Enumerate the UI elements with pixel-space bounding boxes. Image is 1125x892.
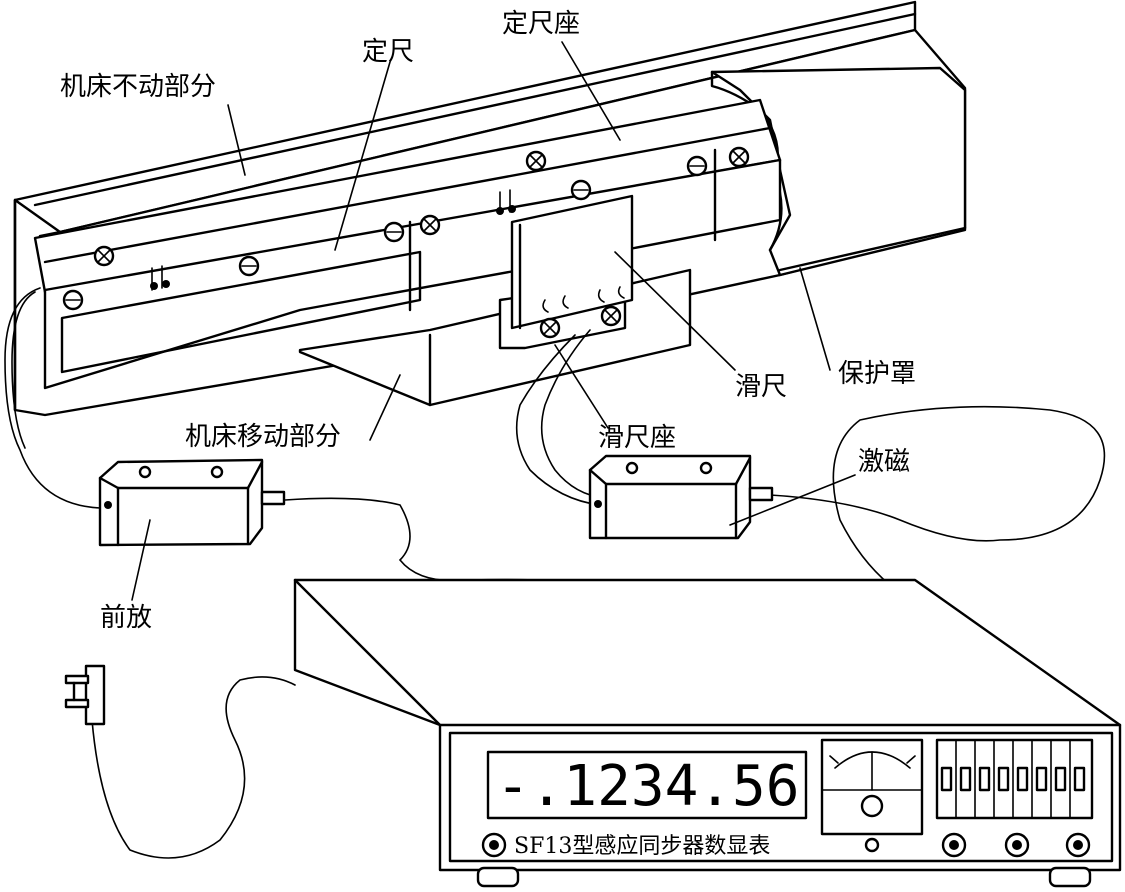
label-cover: 保护罩 [838,359,916,389]
label-slider: 滑尺 [735,372,787,402]
knob-icon [941,832,967,858]
knob-icon [1065,832,1091,858]
leader-lines [131,41,856,601]
clip-icons [150,189,625,313]
screw-icon [419,214,441,236]
label-excitation: 激磁 [858,447,910,477]
slider-seat-bracket [498,194,634,350]
screw-icon [525,150,547,172]
label-preamp: 前放 [100,603,152,633]
screw-icon [383,221,405,243]
screw-icon [93,245,115,267]
knob-icon [481,832,507,858]
label-moving-part: 机床移动部分 [185,422,341,452]
display-readout: -.1234.56 [496,754,799,819]
preamp-box [98,458,286,547]
knob-icon [864,837,880,853]
screw-icon [570,179,592,201]
switch-bank [935,738,1094,820]
label-fixed-scale: 定尺 [362,37,414,67]
screw-icon [539,317,561,339]
digital-display-meter: -.1234.56 SF13型感应同步器数显表 [293,578,1122,888]
slider-seat-box [588,454,774,540]
instrument-nameplate: SF13型感应同步器数显表 [514,834,770,859]
screw-icon [728,146,750,168]
screw-icon [600,305,622,327]
knob-icon [1004,832,1030,858]
screw-icons [62,146,750,339]
label-slider-seat: 滑尺座 [598,423,676,453]
screw-icon [238,255,260,277]
plug-icon [64,664,106,726]
label-fixed-scale-seat: 定尺座 [502,9,580,39]
analog-gauge [820,738,924,836]
screw-icon [686,155,708,177]
label-fixed-part: 机床不动部分 [60,72,216,102]
screw-icon [62,289,84,311]
